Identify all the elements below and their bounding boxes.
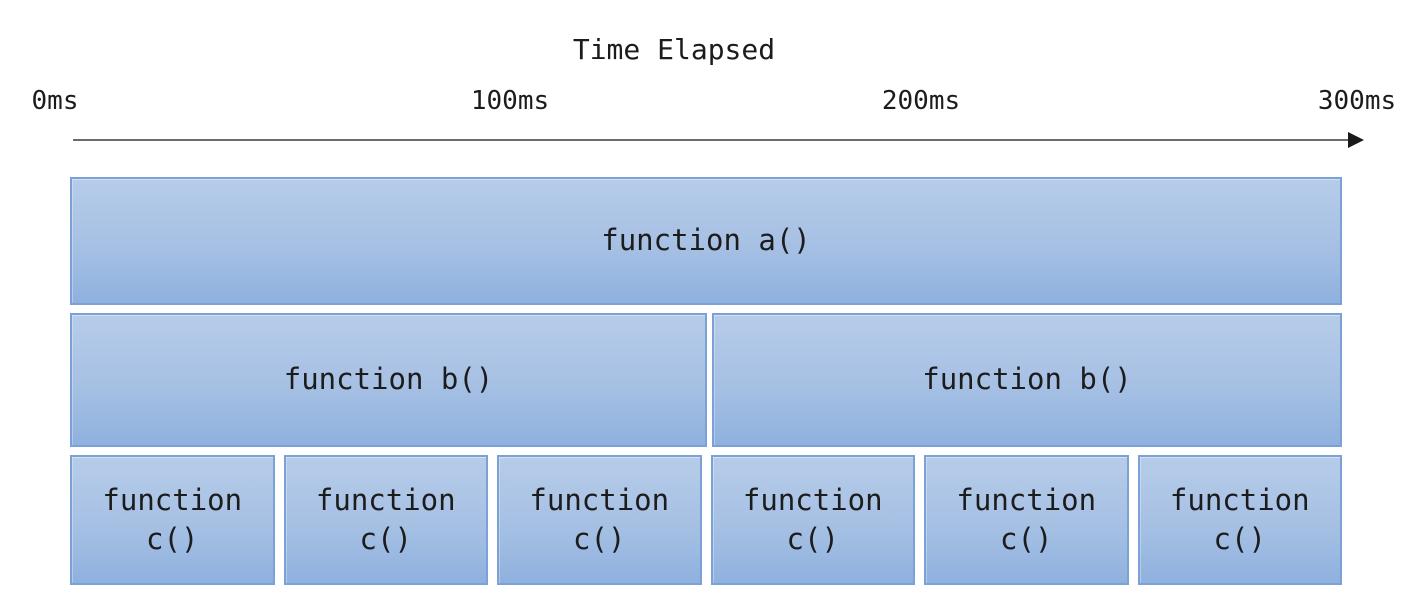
- function-c-box: function c(): [497, 455, 702, 585]
- call-stack-row-b: function b() function b(): [70, 313, 1342, 447]
- timeline-axis-line: [73, 139, 1353, 141]
- axis-tick-300ms: 300ms: [1317, 86, 1397, 116]
- function-c-box: function c(): [283, 455, 488, 585]
- function-c-label-line2: c(): [146, 522, 199, 556]
- function-b-label: function b(): [922, 362, 1132, 397]
- arrow-right-icon: [1348, 132, 1364, 148]
- axis-tick-100ms: 100ms: [470, 86, 550, 116]
- chart-title: Time Elapsed: [572, 33, 776, 66]
- function-c-label-line1: function: [1169, 482, 1310, 517]
- function-c-box: function c(): [70, 455, 275, 585]
- function-c-box: function c(): [1137, 455, 1342, 585]
- axis-tick-0ms: 0ms: [31, 86, 79, 116]
- function-c-label-line2: c(): [573, 522, 626, 556]
- function-c-label-line2: c(): [1213, 522, 1266, 556]
- function-c-label-line1: function: [102, 482, 243, 517]
- function-c-label-line2: c(): [786, 522, 839, 556]
- call-stack-row-a: function a(): [70, 177, 1342, 305]
- function-c-label-line2: c(): [1000, 522, 1053, 556]
- function-c-label-line2: c(): [359, 522, 412, 556]
- function-c-label-line1: function: [742, 482, 883, 517]
- call-stack-row-c: function c() function c() function c() f…: [70, 455, 1342, 585]
- function-c-label-line1: function: [956, 482, 1097, 517]
- function-b-box: function b(): [70, 313, 707, 447]
- function-c-box: function c(): [924, 455, 1129, 585]
- function-a-label: function a(): [601, 223, 811, 258]
- function-c-label-line1: function: [529, 482, 670, 517]
- axis-tick-200ms: 200ms: [881, 86, 961, 116]
- function-b-label: function b(): [283, 362, 494, 397]
- function-c-box: function c(): [710, 455, 915, 585]
- function-a-box: function a(): [70, 177, 1342, 305]
- function-c-label-line1: function: [315, 482, 456, 517]
- function-b-box: function b(): [712, 313, 1342, 447]
